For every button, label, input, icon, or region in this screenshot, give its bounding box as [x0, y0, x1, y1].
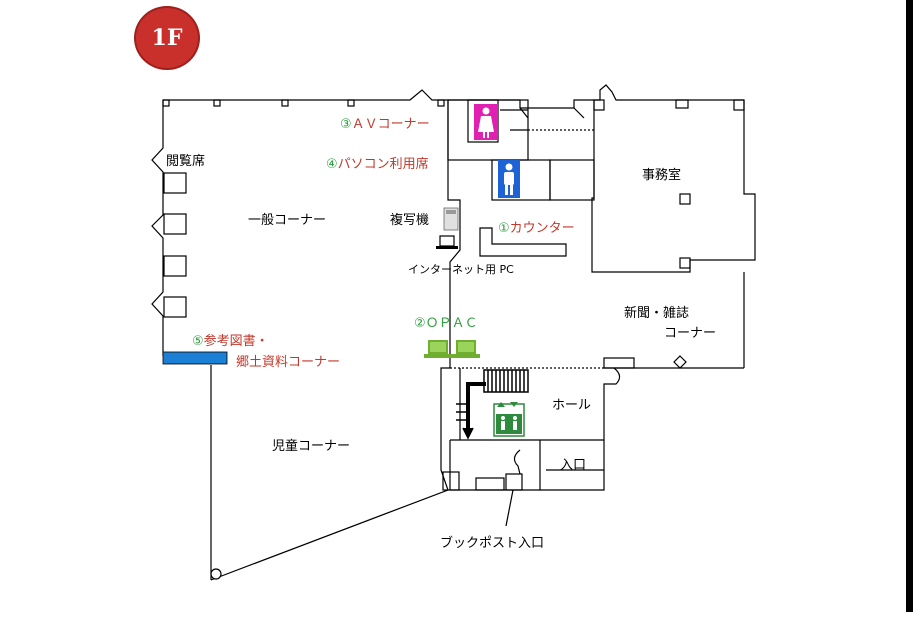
- female-restroom-icon: [474, 104, 498, 140]
- copier-icon: [443, 207, 459, 231]
- counter: [479, 227, 567, 257]
- laptop-icon: [436, 235, 458, 249]
- office-label: 事務室: [642, 168, 682, 183]
- av-corner-label: ③ＡＶコーナー: [340, 117, 430, 132]
- corner-marker: [210, 568, 222, 580]
- reference-shelf: [162, 351, 228, 365]
- general-corner-label: 一般コーナー: [248, 213, 327, 228]
- counter-label: ①カウンター: [498, 221, 575, 236]
- newspaper-label-2: コーナー: [664, 326, 717, 341]
- internet-pc-label: インターネット用 PC: [408, 263, 514, 276]
- entrance-label: 入口: [560, 458, 587, 473]
- opac-label: ②ＯＰＡＣ: [414, 316, 478, 331]
- hall-label: ホール: [552, 398, 592, 413]
- bookpost-entrance-label: ブックポスト入口: [440, 536, 545, 551]
- outer-wall: [163, 89, 461, 581]
- reading-table-3: [163, 255, 187, 277]
- reading-table-2: [163, 213, 187, 235]
- floor-badge: 1F: [134, 6, 200, 70]
- reference-label: ⑤参考図書・: [192, 334, 269, 349]
- reading-seats-label: 閲覧席: [166, 154, 206, 169]
- newspaper-label-1: 新聞・雑誌: [624, 306, 690, 321]
- local-materials-label: 郷土資料コーナー: [236, 355, 341, 370]
- stairs-icon: [456, 369, 529, 440]
- children-corner-label: 児童コーナー: [272, 439, 351, 454]
- reading-table-4: [163, 296, 187, 318]
- window-edge: [906, 0, 913, 612]
- top-wall-ticks: [162, 99, 445, 107]
- male-restroom-icon: [498, 160, 520, 198]
- opac-terminal-icon: [424, 340, 480, 358]
- elevator-icon: [493, 402, 525, 437]
- left-wall: [151, 100, 164, 356]
- office-wall: [591, 100, 756, 273]
- reading-table-1: [163, 172, 187, 194]
- pc-seats-label: ④パソコン利用席: [326, 157, 429, 172]
- copier-label: 複写機: [390, 213, 430, 228]
